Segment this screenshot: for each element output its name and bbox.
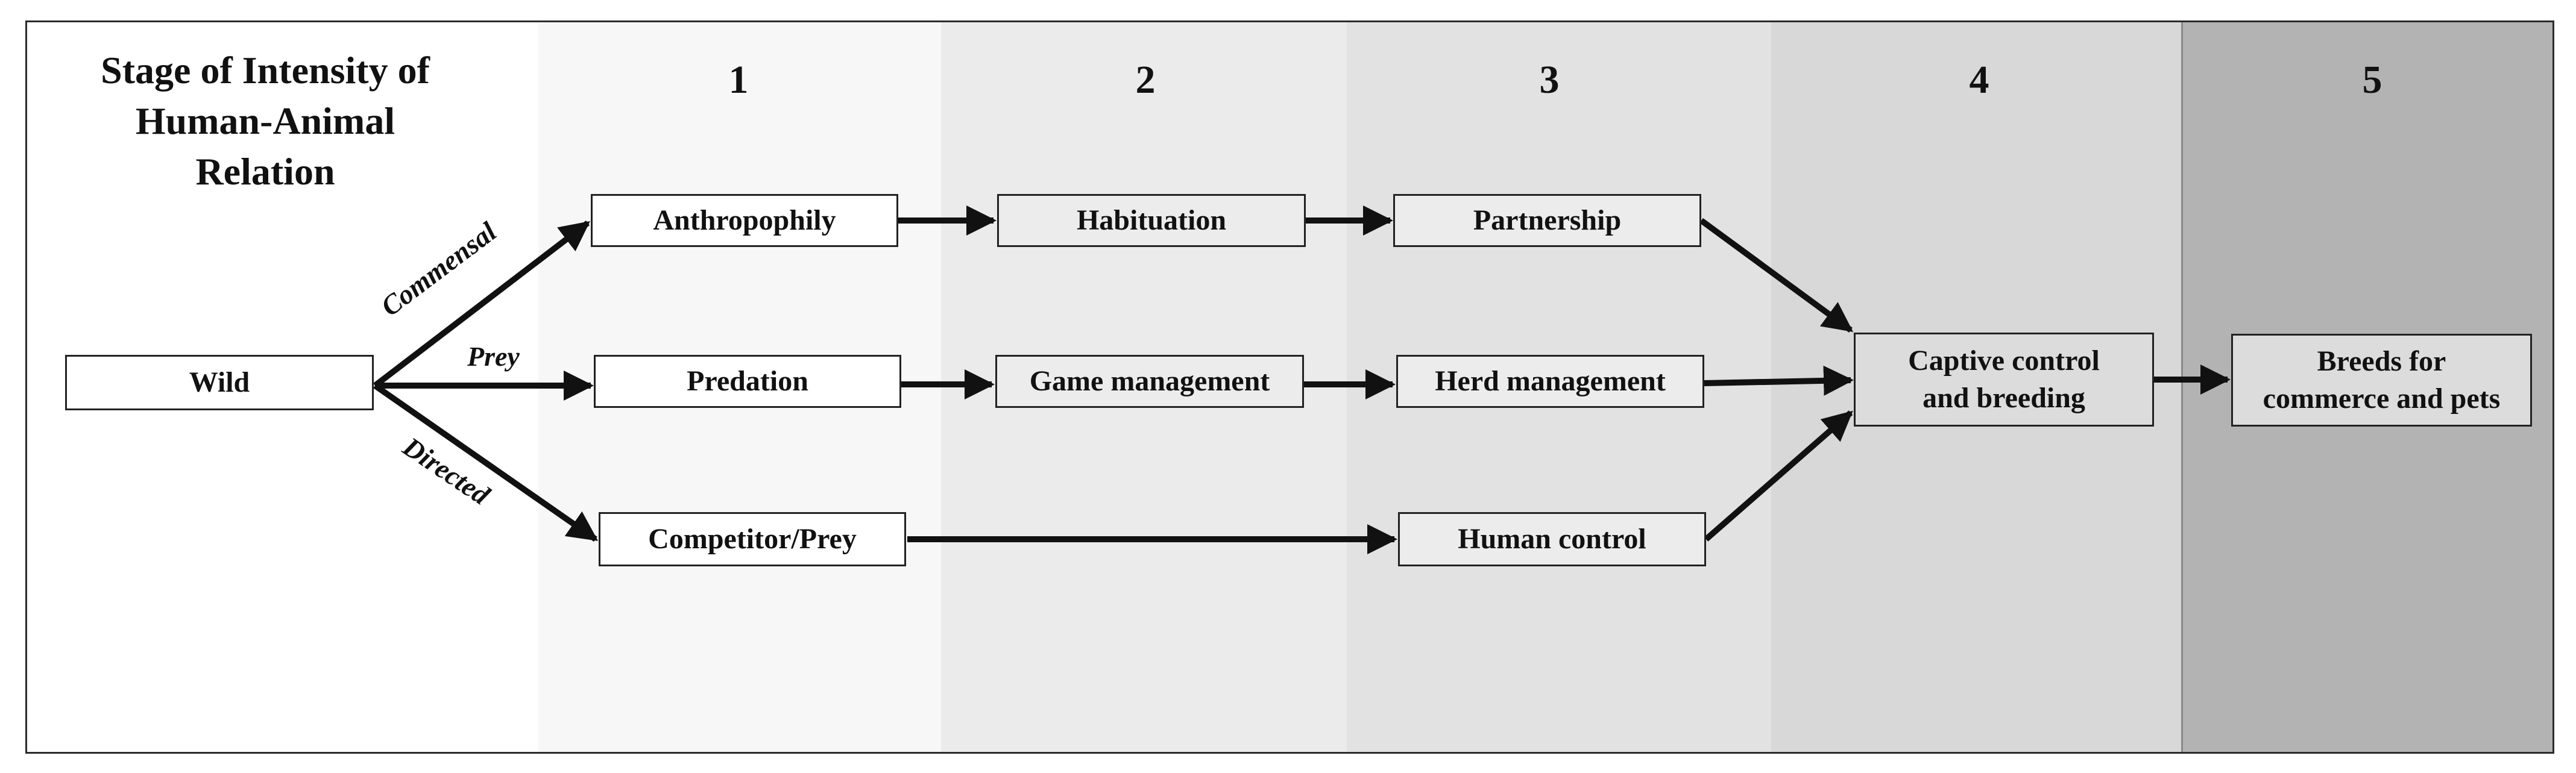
node-herd-management: Herd management [1396, 355, 1704, 408]
node-game-management: Game management [995, 355, 1304, 408]
stage-number-1: 1 [728, 58, 749, 102]
node-captive-control: Captive control and breeding [1854, 333, 2154, 427]
node-breeds-line-1: Breeds for [2317, 345, 2446, 377]
node-wild: Wild [65, 355, 374, 410]
node-predation: Predation [594, 355, 901, 408]
stage-number-3: 3 [1539, 58, 1560, 102]
node-anthropophily: Anthropophily [591, 194, 898, 247]
stage-number-2: 2 [1135, 58, 1156, 102]
pathway-label-prey: Prey [467, 341, 520, 372]
diagram-frame [25, 20, 2554, 754]
node-breeds-line-2: commerce and pets [2263, 383, 2501, 415]
title-line-1: Stage of Intensity of [101, 49, 430, 92]
stage-number-5: 5 [2362, 58, 2382, 102]
title-line-3: Relation [195, 150, 335, 193]
diagram-title: Stage of Intensity of Human-Animal Relat… [36, 45, 494, 197]
node-captive-control-line-1: Captive control [1908, 345, 2100, 377]
node-habituation: Habituation [997, 194, 1306, 247]
stage-number-4: 4 [1969, 58, 1989, 102]
node-breeds: Breeds for commerce and pets [2231, 334, 2532, 427]
title-line-2: Human-Animal [135, 99, 395, 142]
node-competitor-prey: Competitor/Prey [599, 512, 906, 566]
node-partnership: Partnership [1393, 194, 1701, 247]
node-captive-control-line-2: and breeding [1923, 382, 2085, 414]
node-human-control: Human control [1398, 512, 1706, 566]
